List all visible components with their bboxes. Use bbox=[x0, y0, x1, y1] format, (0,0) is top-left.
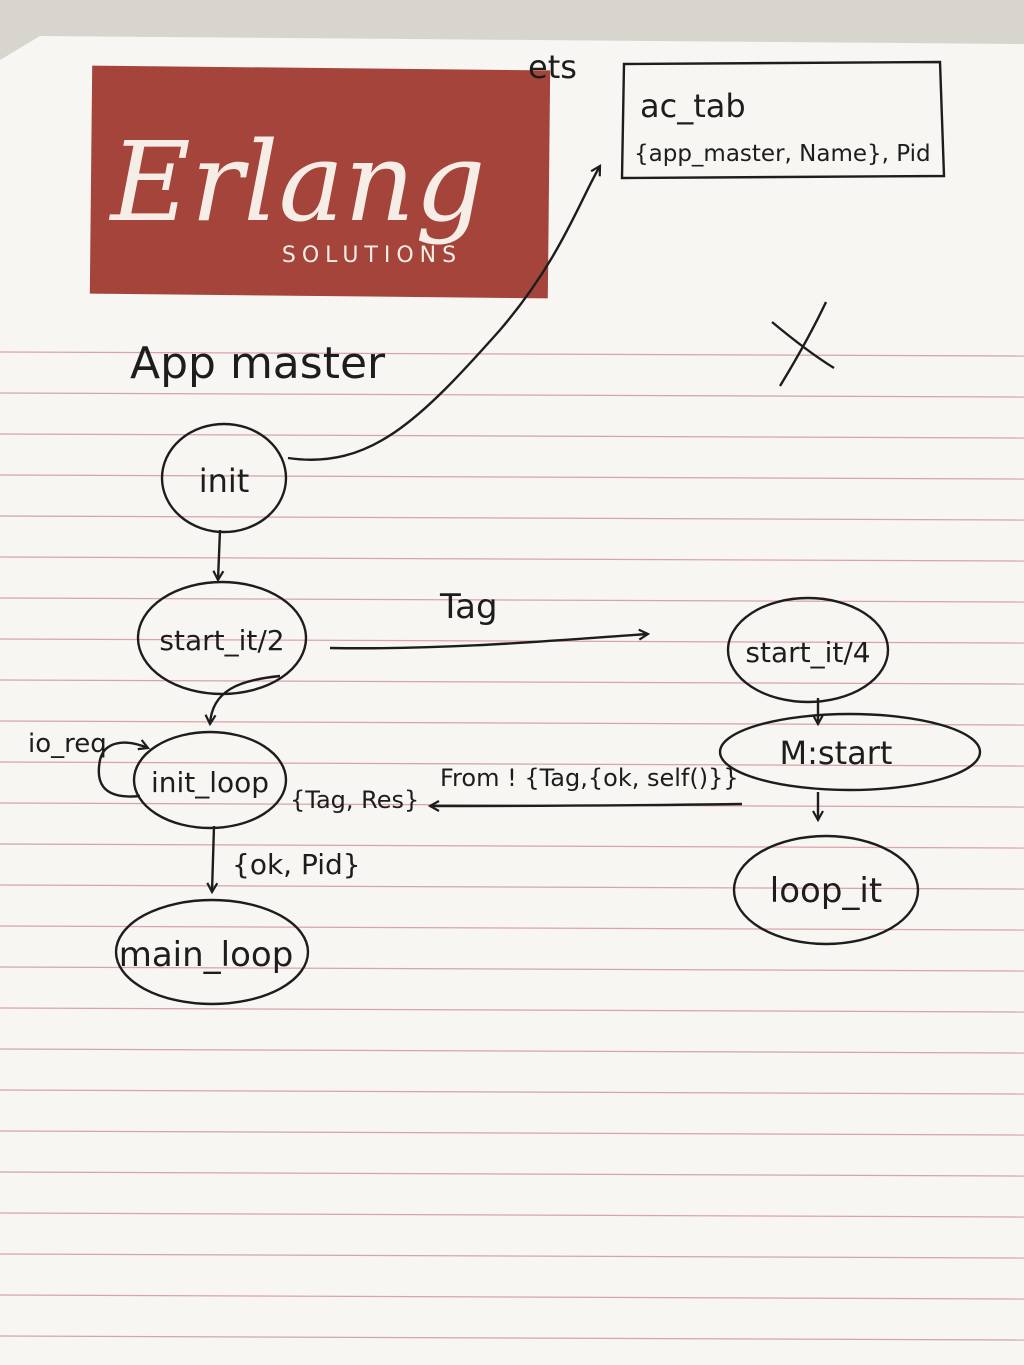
node-start-it-4-label: start_it/4 bbox=[745, 636, 870, 669]
edge-init-to-ets bbox=[287, 166, 600, 461]
logo-background bbox=[89, 65, 551, 299]
label-tag: Tag bbox=[439, 587, 498, 627]
node-m-start: M:start bbox=[718, 712, 982, 792]
node-start-it-2: start_it/2 bbox=[136, 580, 308, 696]
node-init-loop: init_loop bbox=[132, 730, 288, 830]
rule-line bbox=[0, 638, 1024, 644]
ets-table: ets ac_tab {app_master, Name}, Pid bbox=[528, 48, 946, 180]
rule-line bbox=[0, 966, 1024, 972]
node-init-loop-label: init_loop bbox=[151, 766, 269, 799]
rule-line bbox=[0, 1171, 1024, 1177]
node-loop-it-label: loop_it bbox=[770, 871, 882, 911]
rule-line bbox=[0, 597, 1024, 603]
rule-line bbox=[0, 351, 1024, 357]
rule-line bbox=[0, 515, 1024, 521]
edge-labels: Tag io_req {Tag, Res} From ! {Tag,{ok, s… bbox=[28, 587, 739, 881]
node-main-loop-label: main_loop bbox=[119, 935, 294, 975]
diagram-title: App master bbox=[130, 338, 386, 389]
edge-start-it-2-to-init-loop bbox=[210, 674, 281, 724]
node-start-it-4: start_it/4 bbox=[726, 596, 890, 704]
rule-line bbox=[0, 1294, 1024, 1300]
rule-line bbox=[0, 392, 1024, 398]
label-tag-res: {Tag, Res} bbox=[290, 786, 419, 814]
rule-line bbox=[0, 474, 1024, 480]
logo-subtitle: SOLUTIONS bbox=[282, 243, 462, 268]
rule-line bbox=[0, 884, 1024, 890]
rule-line bbox=[0, 925, 1024, 931]
node-start-it-4-shape bbox=[726, 596, 890, 704]
paper-sheet bbox=[0, 36, 1024, 1365]
erlang-solutions-logo: Erlang SOLUTIONS bbox=[89, 65, 551, 299]
ets-table-name: ac_tab bbox=[640, 87, 746, 125]
node-loop-it: loop_it bbox=[732, 834, 920, 946]
edge-io-req-loop bbox=[97, 743, 148, 798]
node-main-loop-shape bbox=[114, 898, 310, 1006]
rule-line bbox=[0, 1007, 1024, 1013]
label-io-req: io_req bbox=[28, 729, 107, 759]
edge-start-it-2-to-start-it-4 bbox=[329, 634, 648, 650]
rule-line bbox=[0, 761, 1024, 767]
node-m-start-shape bbox=[718, 712, 982, 792]
ets-box bbox=[620, 60, 946, 180]
node-init: init bbox=[160, 422, 288, 534]
edge-init-to-start-it-2 bbox=[218, 529, 220, 580]
rule-line bbox=[0, 1130, 1024, 1136]
rule-line bbox=[0, 1048, 1024, 1054]
edge-m-start-to-init-loop bbox=[430, 804, 743, 806]
edge-init-loop-to-main-loop bbox=[212, 825, 214, 892]
rule-line bbox=[0, 1212, 1024, 1218]
node-init-loop-shape bbox=[132, 730, 288, 830]
rule-line bbox=[0, 1089, 1024, 1095]
node-start-it-2-label: start_it/2 bbox=[159, 624, 284, 657]
node-init-label: init bbox=[199, 462, 250, 500]
node-start-it-2-shape bbox=[136, 580, 308, 696]
ruled-lines bbox=[0, 351, 1024, 1341]
rule-line bbox=[0, 1253, 1024, 1259]
edges bbox=[97, 166, 818, 892]
logo-wordmark: Erlang bbox=[109, 118, 486, 246]
cross-mark bbox=[771, 301, 835, 387]
label-ok-pid: {ok, Pid} bbox=[232, 848, 361, 881]
node-m-start-label: M:start bbox=[780, 734, 893, 772]
rule-line bbox=[0, 720, 1024, 726]
node-main-loop: main_loop bbox=[114, 898, 310, 1006]
rule-line bbox=[0, 556, 1024, 562]
node-init-shape bbox=[160, 422, 288, 534]
node-loop-it-shape bbox=[732, 834, 920, 946]
rule-line bbox=[0, 843, 1024, 849]
ets-entry: {app_master, Name}, Pid bbox=[634, 141, 931, 167]
ets-label: ets bbox=[528, 48, 577, 86]
rule-line bbox=[0, 679, 1024, 685]
label-from-msg: From ! {Tag,{ok, self()}} bbox=[440, 764, 739, 792]
rule-line bbox=[0, 1335, 1024, 1341]
rule-line bbox=[0, 433, 1024, 439]
